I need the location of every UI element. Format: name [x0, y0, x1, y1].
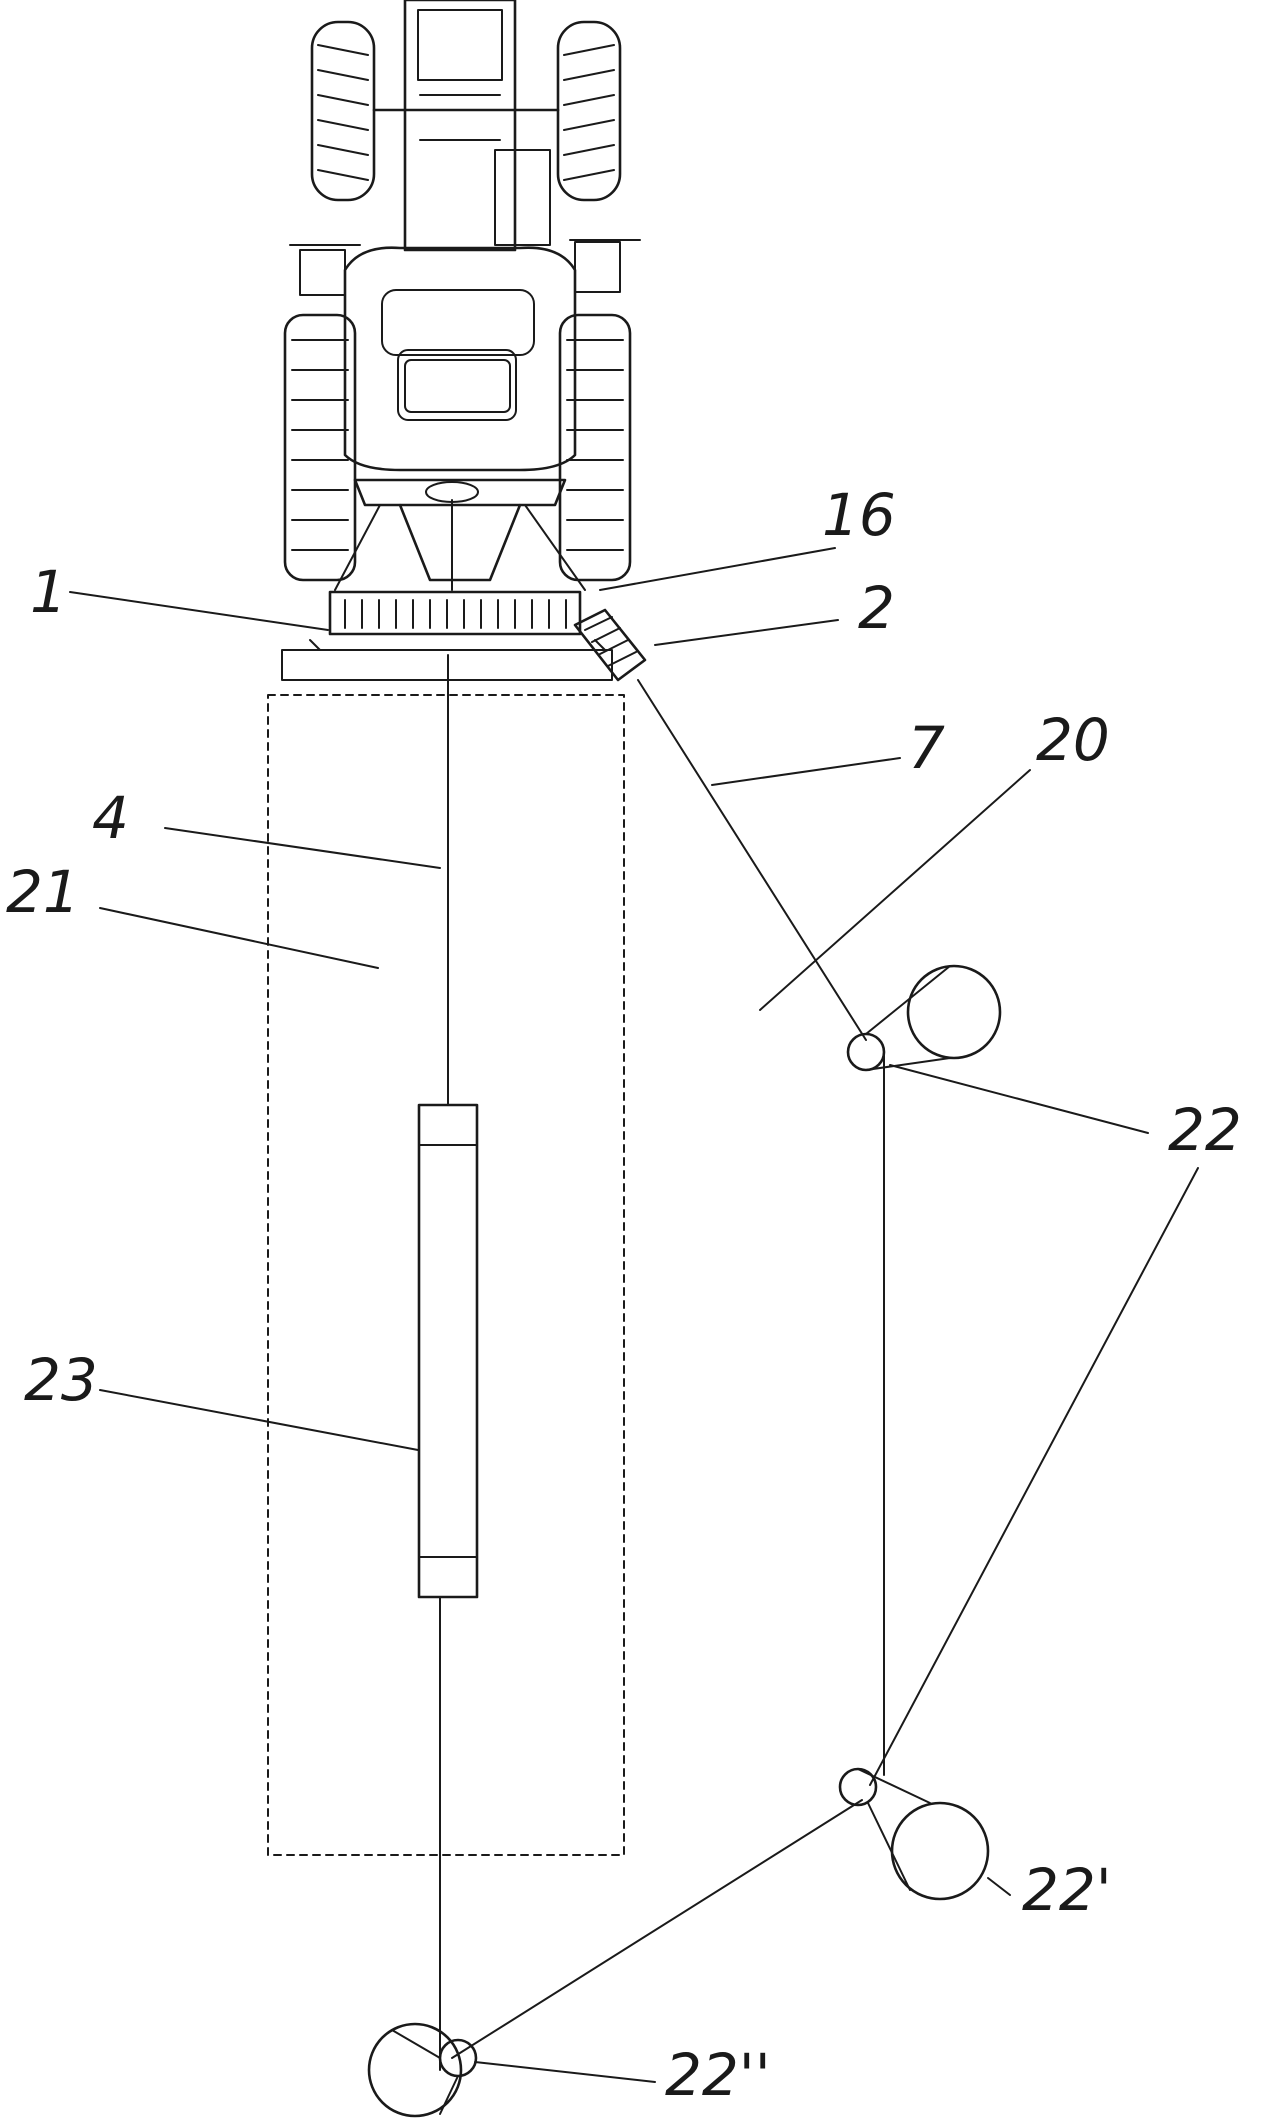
leader-lines	[70, 548, 1198, 2082]
label-4: 4	[92, 784, 129, 852]
cable-system-right	[369, 680, 1000, 2116]
leader-2	[655, 620, 838, 645]
lateral-unit-2	[575, 610, 645, 680]
label-23: 23	[24, 1346, 98, 1414]
device-23	[419, 1105, 477, 1597]
label-2: 2	[858, 574, 895, 642]
label-1: 1	[30, 558, 67, 626]
reel-22	[848, 966, 1000, 1070]
main-tool-1	[330, 592, 580, 634]
leader-22-b	[870, 1168, 1198, 1785]
reel-22-double-prime	[369, 2024, 476, 2116]
leader-22-a	[890, 1065, 1148, 1133]
leader-16	[600, 548, 835, 590]
leader-20	[760, 770, 1030, 1010]
line-7	[638, 680, 866, 1040]
leader-21	[100, 908, 378, 968]
label-21: 21	[6, 858, 80, 926]
front-right-wheel	[558, 22, 620, 200]
leader-22pp	[475, 2062, 655, 2082]
leader-23	[100, 1390, 418, 1450]
label-16: 16	[822, 481, 896, 549]
left-step	[300, 250, 345, 295]
reel-22-prime	[840, 1769, 988, 1899]
label-7: 7	[908, 714, 945, 782]
leader-7	[712, 758, 900, 785]
rear-hitch	[355, 480, 565, 580]
label-20: 20	[1036, 706, 1110, 774]
leader-1	[70, 592, 328, 630]
area-21	[268, 695, 624, 1855]
tractor	[285, 0, 640, 590]
leader-22p	[988, 1878, 1010, 1895]
label-22-prime: 22'	[1022, 1856, 1112, 1924]
implement	[282, 592, 645, 680]
label-22: 22	[1168, 1096, 1242, 1164]
cab	[345, 248, 575, 470]
front-left-wheel	[312, 22, 374, 200]
hood	[405, 0, 550, 250]
right-step	[575, 242, 620, 292]
label-22-double-prime: 22''	[665, 2041, 771, 2109]
cable-system-left	[419, 655, 477, 2070]
leader-4	[165, 828, 440, 868]
rear-right-wheel	[560, 315, 630, 580]
